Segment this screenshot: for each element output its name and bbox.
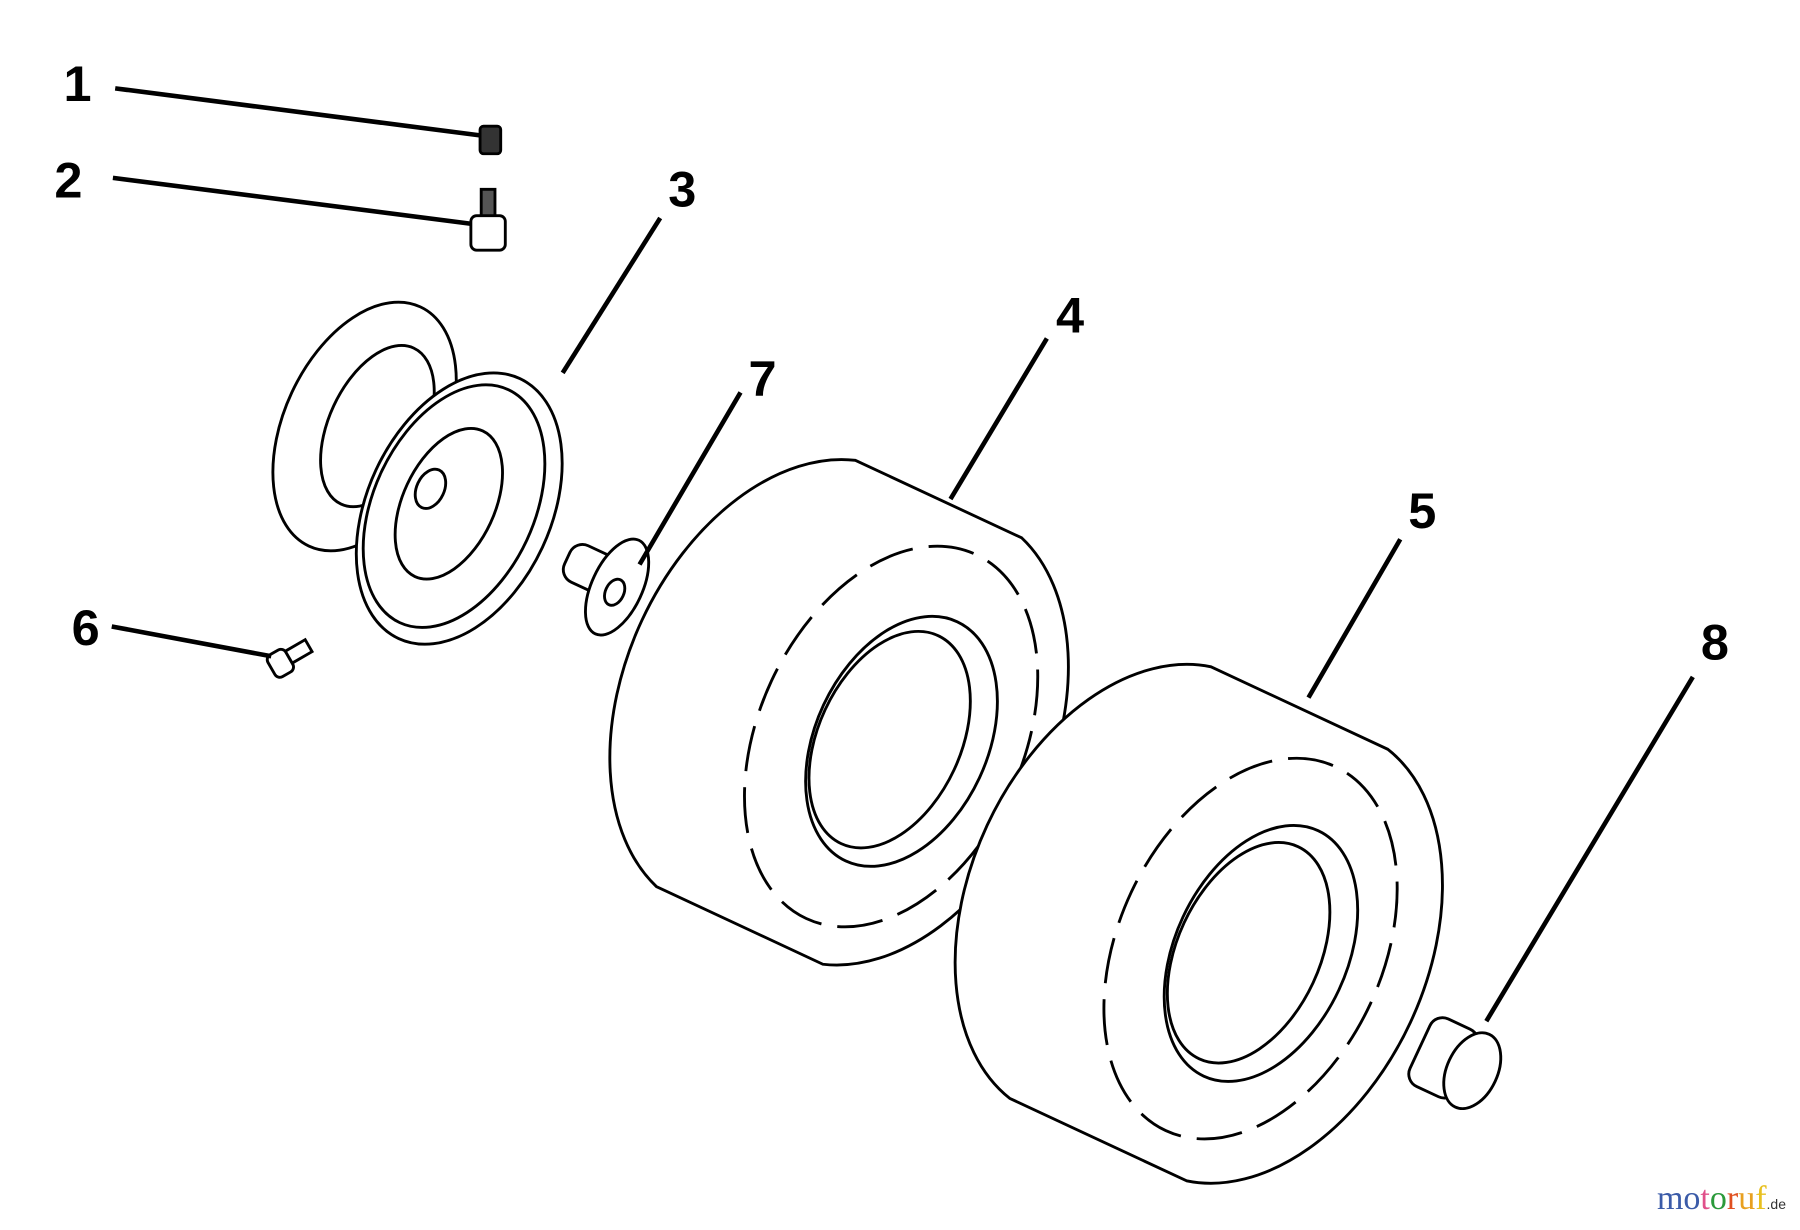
- logo-suffix: .de: [1766, 1196, 1786, 1212]
- part-3-rim: [271, 300, 564, 646]
- logo-letter: o: [1709, 1180, 1727, 1217]
- part-1-valve-cap: [478, 124, 503, 156]
- callout-5: 5: [1408, 482, 1436, 539]
- leader-line-5: [1306, 538, 1403, 699]
- callout-2: 2: [54, 151, 82, 208]
- callout-7: 7: [749, 350, 777, 407]
- leader-line-1: [114, 86, 481, 138]
- leader-line-4: [948, 337, 1049, 501]
- logo-letter: o: [1683, 1180, 1701, 1217]
- logo-letter: m: [1656, 1180, 1684, 1217]
- callout-6: 6: [72, 599, 100, 656]
- part-4-tire: [608, 458, 1070, 967]
- logo-letter: r: [1726, 1180, 1739, 1217]
- leader-line-6: [111, 624, 272, 659]
- leader-line-2: [112, 175, 472, 227]
- logo-letter: u: [1738, 1180, 1756, 1217]
- logo-letter: t: [1700, 1180, 1710, 1217]
- part-7-bushing: [561, 537, 651, 637]
- leader-line-3: [560, 216, 663, 375]
- part-8-hub-cap: [1407, 1016, 1503, 1111]
- callout-3: 3: [668, 161, 696, 218]
- callout-1: 1: [64, 55, 92, 112]
- callout-4: 4: [1056, 287, 1084, 344]
- part-2-valve-stem: [469, 187, 507, 252]
- callout-8: 8: [1701, 614, 1729, 671]
- part-6-bolt: [265, 637, 315, 679]
- leader-line-8: [1484, 675, 1695, 1023]
- watermark-logo: motoruf.de: [1657, 1180, 1786, 1218]
- part-5-tire: [953, 662, 1444, 1185]
- leader-line-7: [637, 391, 743, 566]
- logo-letter: f: [1755, 1180, 1767, 1217]
